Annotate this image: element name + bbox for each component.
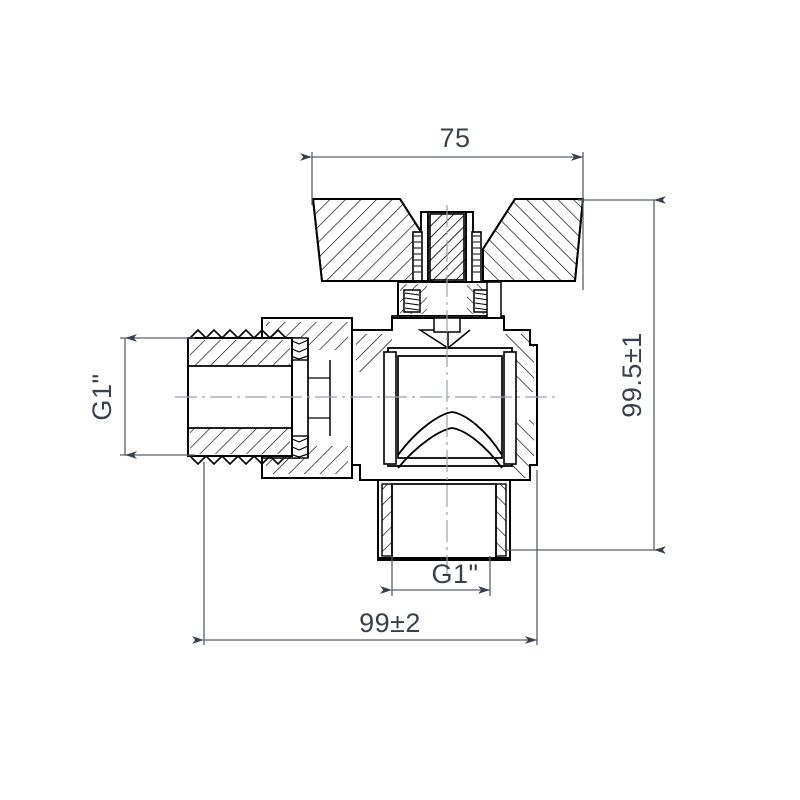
centerlines xyxy=(175,205,560,575)
dim-label-overall-height: 99.5±1 xyxy=(617,332,647,417)
dim-inlet-thread xyxy=(120,334,195,459)
dim-label-outlet-thread: G1" xyxy=(431,559,478,589)
dim-handle-width xyxy=(300,152,584,290)
outlet-port xyxy=(377,479,511,561)
valve-geometry xyxy=(175,198,585,575)
ball-element xyxy=(397,355,503,459)
dimension-annotations xyxy=(120,152,666,645)
inlet-thread-top xyxy=(189,328,287,340)
dim-overall-length xyxy=(192,462,538,645)
handle-right-outline xyxy=(482,198,585,282)
dim-outlet-thread xyxy=(380,556,491,596)
dim-overall-height xyxy=(505,196,666,554)
dimension-labels: 75 99.5±1 G1" G1" 99±2 xyxy=(87,123,647,638)
inlet-thread-bottom xyxy=(189,454,287,466)
dim-label-handle-width: 75 xyxy=(439,123,470,153)
handle-right-wing xyxy=(482,198,585,282)
dim-label-overall-length: 99±2 xyxy=(359,608,421,638)
dim-label-inlet-thread: G1" xyxy=(87,373,117,420)
